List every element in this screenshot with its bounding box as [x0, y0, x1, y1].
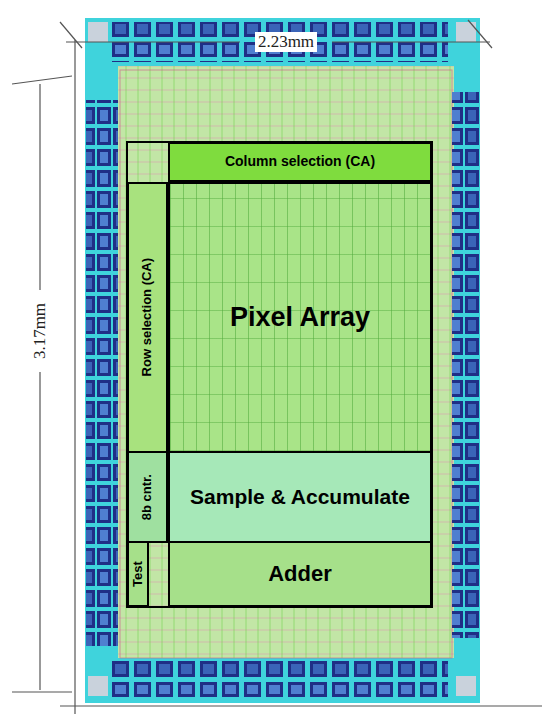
block-label: Column selection (CA)	[225, 154, 375, 169]
test-block: Test	[127, 541, 149, 607]
sample-accumulate-block: Sample & Accumulate	[168, 451, 432, 543]
block-label: Adder	[268, 562, 332, 586]
column-select-block: Column selection (CA)	[168, 142, 432, 182]
block-label: Row selection (CA)	[140, 258, 154, 376]
block-label: Pixel Array	[230, 303, 370, 333]
block-label: Sample & Accumulate	[190, 485, 410, 508]
row-select-block: Row selection (CA)	[127, 182, 168, 453]
counter-block: 8b cntr.	[127, 451, 168, 543]
dimension-height: 3.17mm	[30, 300, 50, 362]
adder-block: Adder	[168, 541, 432, 607]
pixel-array-block: Pixel Array	[168, 182, 432, 453]
block-label: 8b cntr.	[140, 474, 154, 520]
block-label: Test	[131, 561, 145, 587]
dimension-width: 2.23mm	[255, 32, 317, 52]
